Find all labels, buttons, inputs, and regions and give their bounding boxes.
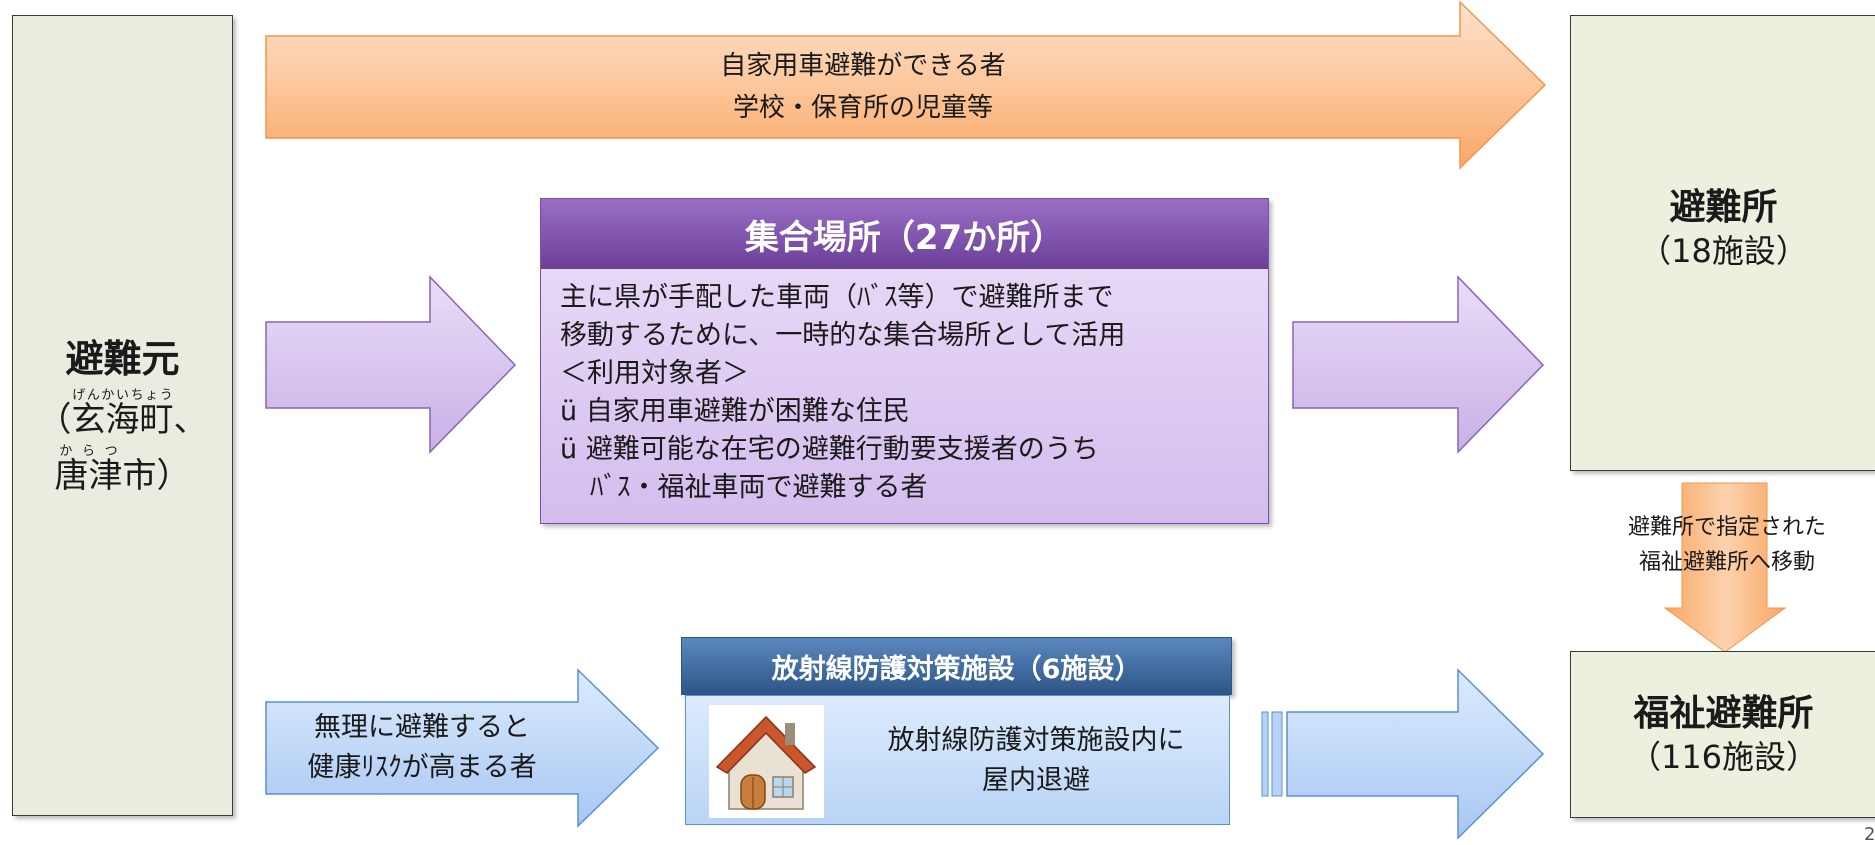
shelter-title: 避難所	[1669, 187, 1778, 228]
assembly-point-header: 集合場所（27か所）	[541, 199, 1268, 269]
page-number: 2	[1864, 824, 1875, 845]
assembly-target-heading: ＜利用対象者＞	[560, 358, 749, 389]
assembly-desc-line2: 移動するために、一時的な集合場所として活用	[560, 320, 1126, 351]
shelter-box: 避難所 （18施設）	[1570, 15, 1875, 471]
radiation-facility-text: 放射線防護対策施設内に 屋内退避	[887, 725, 1185, 796]
assembly-desc-line1: 主に県が手配した車両（ﾊﾞｽ等）で避難所まで	[560, 282, 1114, 313]
high-risk-arrow-label: 無理に避難すると 健康ﾘｽｸが高まる者	[307, 712, 537, 783]
transfer-note: 避難所で指定された 福祉避難所へ移動	[1627, 515, 1826, 575]
genkai-town: 玄海町げんかいちょう	[71, 387, 174, 440]
radiation-facility-box: 放射線防護対策施設内に 屋内退避	[685, 695, 1230, 825]
assembly-target-item-2: ü 避難可能な在宅の避難行動要支援者のうち	[560, 434, 1099, 465]
check-bullet-icon: ü	[560, 396, 578, 427]
assembly-point-body: 主に県が手配した車両（ﾊﾞｽ等）で避難所まで 移動するために、一時的な集合場所と…	[541, 269, 1268, 507]
welfare-shelter-count: （116施設）	[1628, 738, 1819, 776]
house-icon	[709, 705, 824, 818]
private-car-arrow-label: 自家用車避難ができる者 学校・保育所の児童等	[720, 51, 1006, 123]
assembly-target-item-1: ü 自家用車避難が困難な住民	[560, 396, 910, 427]
radiation-facility-title: 放射線防護対策施設（6施設）	[771, 653, 1142, 685]
evacuation-source-area-line1: （玄海町げんかいちょう、	[37, 387, 208, 440]
shelter-count: （18施設）	[1639, 232, 1808, 270]
assembly-target-item-2-cont: ﾊﾞｽ・福祉車両で避難する者	[590, 472, 928, 503]
evacuation-source-area-line2: 唐津からつ市）	[54, 443, 191, 496]
assembly-point-box: 集合場所（27か所） 主に県が手配した車両（ﾊﾞｽ等）で避難所まで 移動するため…	[540, 198, 1269, 524]
welfare-shelter-title: 福祉避難所	[1633, 693, 1814, 734]
assembly-point-title: 集合場所（27か所）	[744, 217, 1065, 258]
radiation-facility-header: 放射線防護対策施設（6施設）	[681, 637, 1232, 695]
evacuation-source-box: 避難元 （玄海町げんかいちょう、 唐津からつ市）	[12, 15, 233, 816]
evacuation-source-title: 避難元	[65, 336, 180, 381]
karatsu-city: 唐津からつ	[54, 443, 123, 496]
check-bullet-icon: ü	[560, 434, 578, 465]
welfare-shelter-box: 福祉避難所 （116施設）	[1570, 651, 1875, 818]
